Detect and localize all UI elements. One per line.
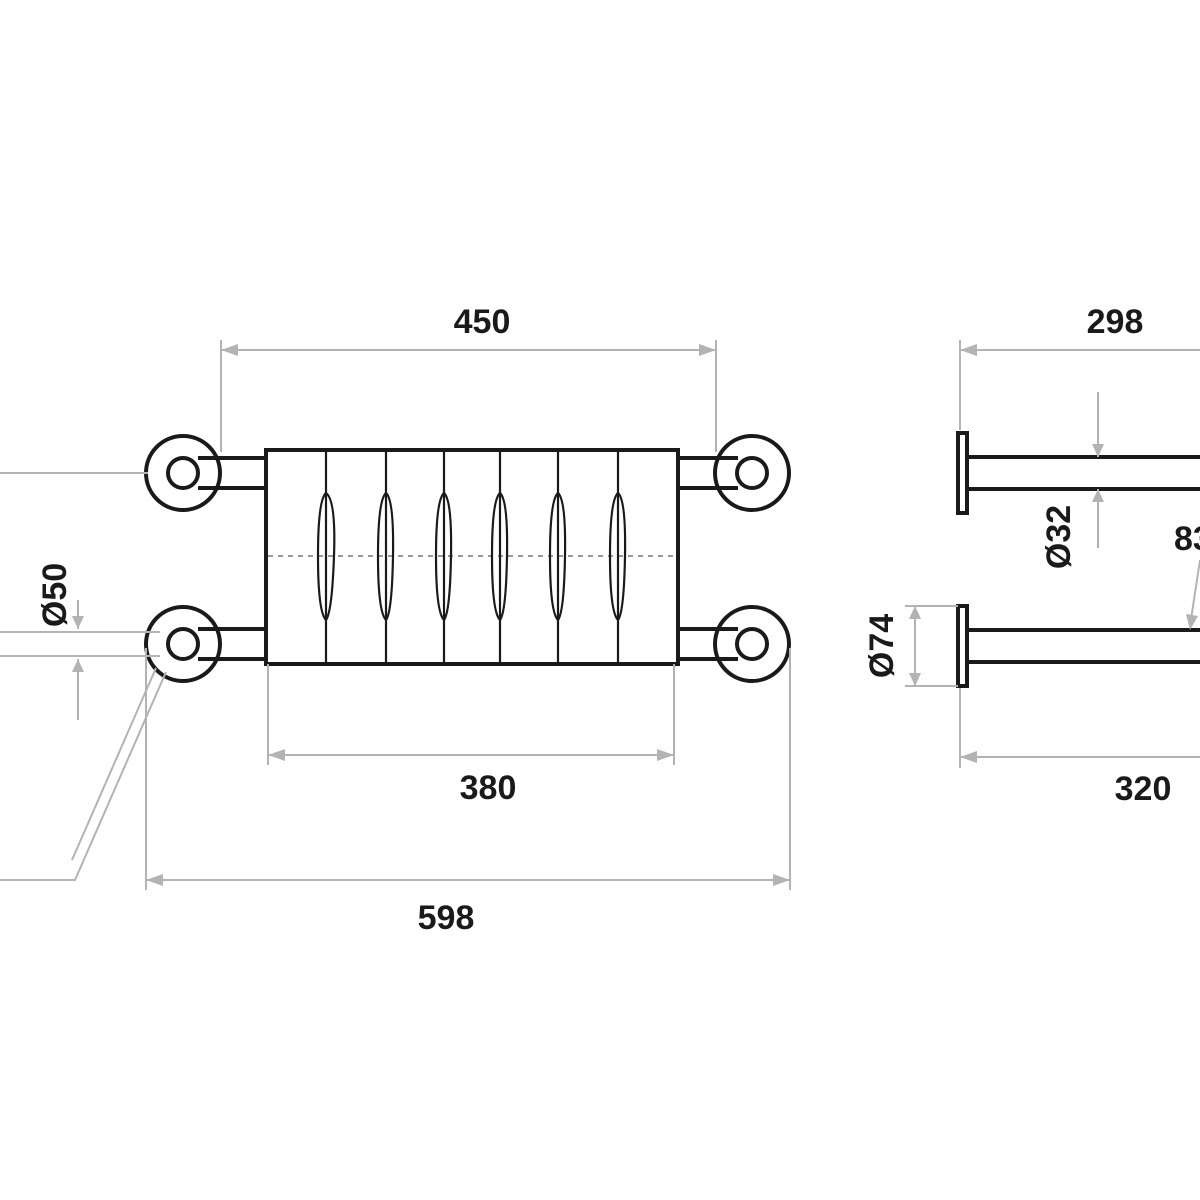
- pipe-diameter-label: Ø50: [36, 563, 74, 627]
- overall-width-label: 598: [418, 899, 475, 937]
- radiator-frame: [264, 448, 680, 666]
- dimension-pipe-diameter: Ø50: [36, 563, 84, 720]
- top-wall-flange: [956, 431, 969, 515]
- dimension-side-depth-bottom: 320: [959, 688, 1200, 808]
- dimension-flange-diameter: Ø74: [863, 605, 958, 687]
- dimension-overall-width: 598: [145, 648, 791, 937]
- connector-pipes: [198, 456, 738, 661]
- top-left-mount: [144, 434, 222, 512]
- dimension-top-width: 450: [220, 303, 717, 452]
- radiator-sections: [324, 452, 620, 662]
- bottom-wall-flange: [956, 604, 969, 688]
- side-view: 298 Ø32 83: [863, 303, 1200, 808]
- dimension-inner-width: 380: [267, 664, 675, 807]
- side-depth-top-label: 298: [1087, 303, 1144, 341]
- rail-diameter-label: Ø32: [1040, 505, 1078, 569]
- top-width-label: 450: [454, 303, 511, 341]
- side-partial-label: 83: [1174, 520, 1200, 558]
- top-right-mount: [713, 434, 791, 512]
- bottom-left-mount: [144, 605, 222, 683]
- front-view: Ø50 450 380: [0, 303, 791, 937]
- dimension-rail-diameter: Ø32: [1040, 392, 1104, 569]
- side-depth-bottom-label: 320: [1115, 770, 1172, 808]
- side-rails: [967, 455, 1200, 664]
- leader-lines: [0, 472, 167, 881]
- dimension-side-partial: 83: [1174, 520, 1200, 630]
- radiator-fins: [316, 491, 627, 622]
- bottom-right-mount: [713, 605, 791, 683]
- dimension-side-depth-top: 298: [959, 303, 1200, 430]
- inner-width-label: 380: [460, 769, 517, 807]
- flange-diameter-label: Ø74: [863, 614, 901, 678]
